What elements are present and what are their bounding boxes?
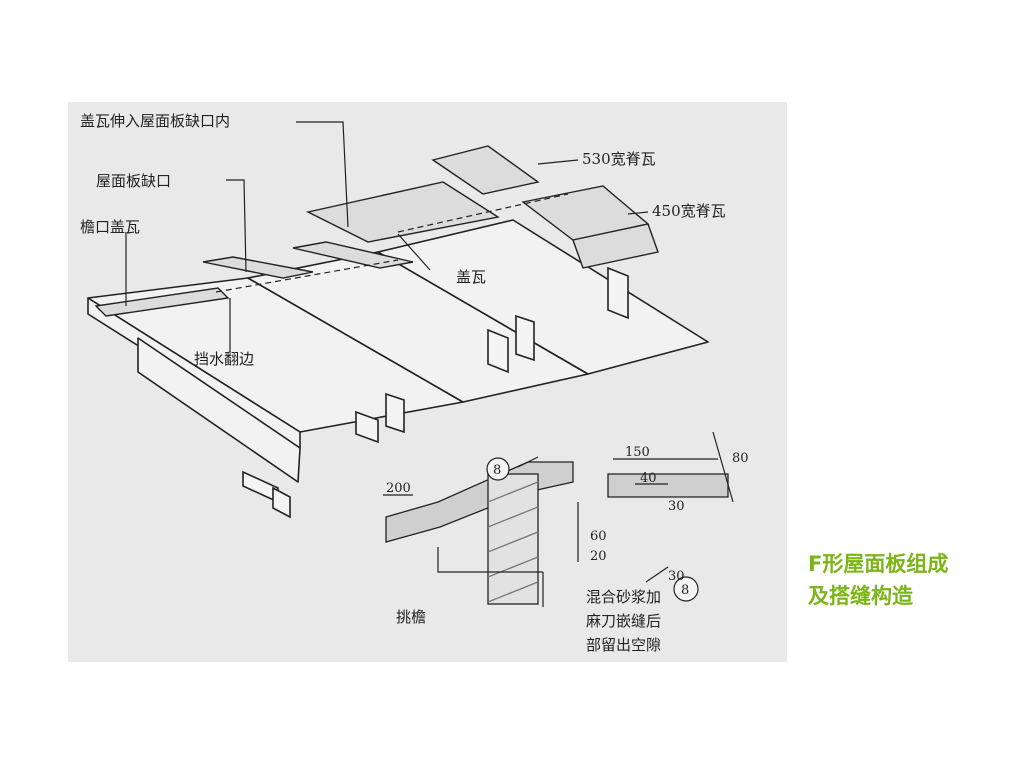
dim-80: 80 xyxy=(732,451,749,466)
label-eave-cover-tile: 檐口盖瓦 xyxy=(80,218,140,236)
eave-cover-tile-shape xyxy=(94,287,230,317)
leader-ridge-450 xyxy=(627,211,649,215)
label-ridge-530: 530宽脊瓦 xyxy=(582,150,656,168)
label-mortar-line-3: 部留出空隙 xyxy=(586,636,661,654)
dim-150: 150 xyxy=(625,445,650,460)
seam-1 xyxy=(215,259,399,293)
dim-30b: 30 xyxy=(668,569,685,584)
rib-2 xyxy=(272,486,291,519)
detail-lines xyxy=(383,431,734,607)
right-slab-section xyxy=(607,473,729,498)
rib-7 xyxy=(607,266,629,320)
dim-40: 40 xyxy=(640,471,657,486)
ridge-450-edge xyxy=(572,223,659,269)
leader-ridge-530 xyxy=(537,159,579,165)
dim-30: 30 xyxy=(668,499,685,514)
dim-200: 200 xyxy=(386,481,411,496)
slab-section xyxy=(385,461,574,543)
wall xyxy=(487,473,539,605)
caption-line-2: 及搭缝构造 xyxy=(808,584,913,608)
notch-tile-2 xyxy=(292,241,414,269)
detail-marker-2: 8 xyxy=(681,583,689,598)
leader-mortar xyxy=(645,566,669,583)
leader-lines xyxy=(125,121,649,352)
tiles xyxy=(94,145,659,317)
seam-lines xyxy=(215,193,569,293)
rib-4 xyxy=(385,392,405,434)
caption-line-1: F形屋面板组成 xyxy=(808,552,949,576)
label-water-stop-flange: 挡水翻边 xyxy=(194,350,254,368)
dim-line-80 xyxy=(712,431,734,503)
detail-marker-2-circle xyxy=(673,576,699,602)
section-detail xyxy=(383,431,734,607)
label-panel-notch: 屋面板缺口 xyxy=(96,172,171,190)
panel-ribs xyxy=(242,266,629,519)
detail-marker-1: 8 xyxy=(493,463,501,478)
figure-caption: F形屋面板组成 及搭缝构造 xyxy=(808,548,1008,612)
dim-20: 20 xyxy=(590,549,607,564)
roof-panel-drawing: 盖瓦伸入屋面板缺口内 屋面板缺口 檐口盖瓦 530宽脊瓦 450宽脊瓦 盖瓦 挡… xyxy=(80,112,749,654)
wall-section xyxy=(487,473,539,605)
ridge-530-shape xyxy=(431,145,540,195)
label-ridge-450: 450宽脊瓦 xyxy=(652,202,726,220)
detail-marker-1-circle xyxy=(486,457,510,481)
label-overhang: 挑檐 xyxy=(396,608,426,626)
rib-6 xyxy=(515,314,535,362)
leader-cover-tile xyxy=(397,233,431,271)
rib-3 xyxy=(355,410,379,444)
roof-panel-figure: 盖瓦伸入屋面板缺口内 屋面板缺口 檐口盖瓦 530宽脊瓦 450宽脊瓦 盖瓦 挡… xyxy=(68,102,787,662)
label-cover-tile: 盖瓦 xyxy=(456,268,486,286)
label-cover-into-notch: 盖瓦伸入屋面板缺口内 xyxy=(80,112,230,130)
rib-5 xyxy=(487,328,509,374)
leader-cover-notch xyxy=(296,121,349,228)
leader-overhang-h xyxy=(437,547,543,573)
label-mortar-line-1: 混合砂浆加 xyxy=(586,588,661,606)
seam-2 xyxy=(397,193,569,233)
roof-panels xyxy=(87,219,709,483)
leader-panel-notch xyxy=(226,179,247,273)
panel-eave-face xyxy=(137,337,301,483)
notch-tile-1 xyxy=(202,256,314,279)
dim-60: 60 xyxy=(590,529,607,544)
cover-tile-shape xyxy=(305,181,500,243)
label-mortar-line-2: 麻刀嵌缝后 xyxy=(586,612,661,630)
leader-marker-1 xyxy=(517,456,539,468)
